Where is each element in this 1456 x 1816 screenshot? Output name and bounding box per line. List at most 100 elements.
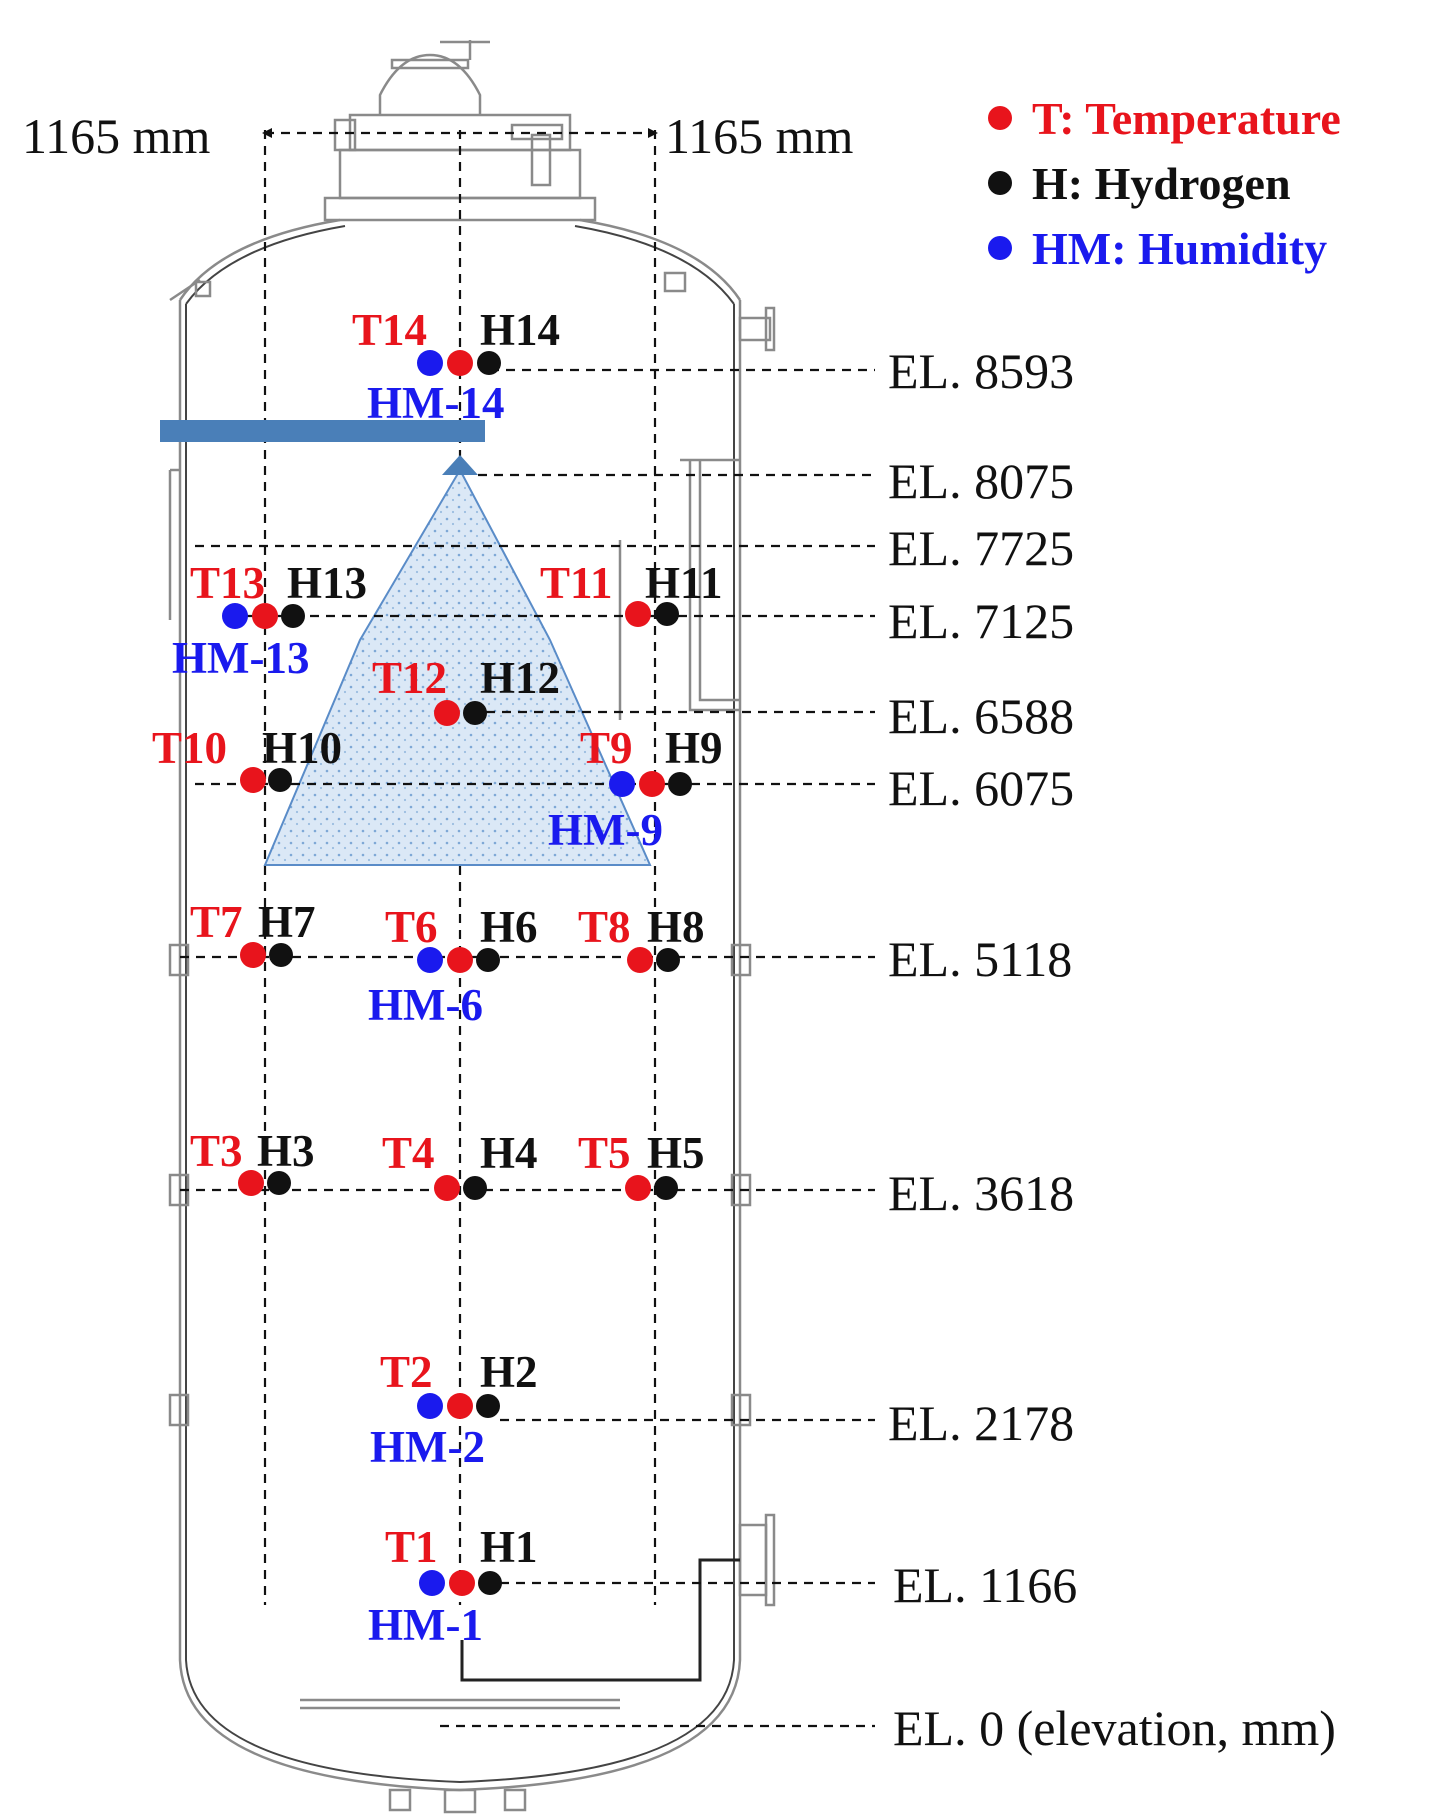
elevation-label-5118: EL. 5118 bbox=[888, 931, 1072, 987]
dimension-labels: 1165 mm 1165 mm bbox=[22, 108, 854, 164]
sensor-t1-dot bbox=[449, 1570, 475, 1596]
elevation-lines bbox=[180, 368, 875, 1728]
sensor-t9-dot bbox=[639, 771, 665, 797]
sensor-t12-dot bbox=[434, 700, 460, 726]
sensor-t10-dot bbox=[240, 767, 266, 793]
spray-nozzle-icon bbox=[442, 455, 478, 475]
sensor-t3-dot bbox=[238, 1170, 264, 1196]
label-t14: T14 bbox=[352, 305, 427, 355]
label-t1: T1 bbox=[385, 1522, 438, 1572]
label-hm9: HM-9 bbox=[548, 805, 663, 855]
sensor-t4-dot bbox=[434, 1175, 460, 1201]
sensor-t5-dot bbox=[625, 1175, 651, 1201]
legend: T: Temperature H: Hydrogen HM: Humidity bbox=[988, 93, 1341, 274]
sensor-hm6-dot bbox=[417, 947, 443, 973]
sensor-labels: T14 H14 HM-14 T13 H13 HM-13 T11 H11 T12 … bbox=[152, 305, 723, 1650]
sensor-t7-dot bbox=[240, 942, 266, 968]
dimension-right: 1165 mm bbox=[665, 108, 854, 164]
label-t5: T5 bbox=[578, 1128, 631, 1178]
label-h8: H8 bbox=[647, 902, 705, 952]
elevation-label-7125: EL. 7125 bbox=[888, 593, 1074, 649]
label-h9: H9 bbox=[665, 723, 723, 773]
legend-temperature-dot bbox=[988, 106, 1012, 130]
sensor-t13-dot bbox=[252, 603, 278, 629]
label-h7: H7 bbox=[258, 897, 316, 947]
label-t12: T12 bbox=[372, 653, 447, 703]
label-hm1: HM-1 bbox=[368, 1600, 483, 1650]
legend-hydrogen-label: H: Hydrogen bbox=[1032, 158, 1291, 209]
sensor-h12-dot bbox=[463, 701, 487, 725]
elevation-label-8593: EL. 8593 bbox=[888, 343, 1074, 399]
label-t8: T8 bbox=[578, 902, 631, 952]
label-h1: H1 bbox=[480, 1522, 538, 1572]
sensor-h5-dot bbox=[654, 1176, 678, 1200]
vessel-outline bbox=[168, 40, 776, 1814]
sensor-h10-dot bbox=[268, 768, 292, 792]
sensor-t6-dot bbox=[447, 947, 473, 973]
label-h2: H2 bbox=[480, 1347, 538, 1397]
sensor-h8-dot bbox=[656, 948, 680, 972]
sensor-hm1-dot bbox=[419, 1570, 445, 1596]
label-h13: H13 bbox=[287, 558, 367, 608]
spray-region bbox=[263, 467, 652, 866]
sensor-markers bbox=[222, 350, 692, 1596]
spray-header-bar bbox=[160, 420, 485, 442]
sensor-h7-dot bbox=[269, 943, 293, 967]
elevation-labels: EL. 8593 EL. 8075 EL. 7725 EL. 7125 EL. … bbox=[888, 343, 1336, 1756]
sensor-hm9-dot bbox=[609, 771, 635, 797]
sensor-h3-dot bbox=[267, 1171, 291, 1195]
sensor-h4-dot bbox=[463, 1176, 487, 1200]
sensor-t2-dot bbox=[447, 1393, 473, 1419]
legend-humidity-dot bbox=[988, 236, 1012, 260]
label-h5: H5 bbox=[647, 1128, 705, 1178]
label-h11: H11 bbox=[645, 558, 723, 608]
label-t7: T7 bbox=[190, 897, 243, 947]
sensor-t11-dot bbox=[625, 601, 651, 627]
legend-humidity-label: HM: Humidity bbox=[1032, 223, 1327, 274]
sensor-hm2-dot bbox=[417, 1393, 443, 1419]
elevation-label-3618: EL. 3618 bbox=[888, 1165, 1074, 1221]
elevation-label-6588: EL. 6588 bbox=[888, 688, 1074, 744]
spray-cone bbox=[160, 420, 652, 866]
elevation-label-8075: EL. 8075 bbox=[888, 453, 1074, 509]
label-h4: H4 bbox=[480, 1128, 538, 1178]
label-t2: T2 bbox=[380, 1347, 433, 1397]
legend-hydrogen-dot bbox=[988, 171, 1012, 195]
sensor-h11-dot bbox=[655, 602, 679, 626]
label-hm2: HM-2 bbox=[370, 1422, 485, 1472]
sensor-t8-dot bbox=[627, 947, 653, 973]
label-h6: H6 bbox=[480, 902, 538, 952]
sensor-h2-dot bbox=[476, 1394, 500, 1418]
label-hm6: HM-6 bbox=[368, 980, 483, 1030]
sensor-h13-dot bbox=[281, 604, 305, 628]
label-t9: T9 bbox=[580, 723, 633, 773]
sensor-h1-dot bbox=[478, 1571, 502, 1595]
label-t3: T3 bbox=[190, 1126, 243, 1176]
label-t13: T13 bbox=[190, 558, 265, 608]
label-h3: H3 bbox=[257, 1126, 315, 1176]
label-t4: T4 bbox=[382, 1128, 435, 1178]
label-t10: T10 bbox=[152, 723, 227, 773]
label-t11: T11 bbox=[540, 558, 613, 608]
sensor-h14-dot bbox=[477, 351, 501, 375]
label-h14: H14 bbox=[480, 305, 560, 355]
sensor-h9-dot bbox=[668, 772, 692, 796]
elevation-label-7725: EL. 7725 bbox=[888, 520, 1074, 576]
sensor-h6-dot bbox=[476, 948, 500, 972]
elevation-label-1166: EL. 1166 bbox=[893, 1557, 1077, 1613]
label-h12: H12 bbox=[480, 653, 560, 703]
legend-temperature-label: T: Temperature bbox=[1032, 93, 1341, 144]
sensor-t14-dot bbox=[447, 350, 473, 376]
label-hm14: HM-14 bbox=[367, 378, 504, 428]
elevation-label-6075: EL. 6075 bbox=[888, 760, 1074, 816]
elevation-label-2178: EL. 2178 bbox=[888, 1395, 1074, 1451]
elevation-label-0: EL. 0 (elevation, mm) bbox=[893, 1700, 1336, 1756]
reference-lines bbox=[262, 128, 658, 1605]
label-h10: H10 bbox=[262, 723, 342, 773]
sensor-hm14-dot bbox=[417, 350, 443, 376]
dimension-left: 1165 mm bbox=[22, 108, 211, 164]
label-t6: T6 bbox=[385, 902, 438, 952]
sensor-hm13-dot bbox=[222, 603, 248, 629]
